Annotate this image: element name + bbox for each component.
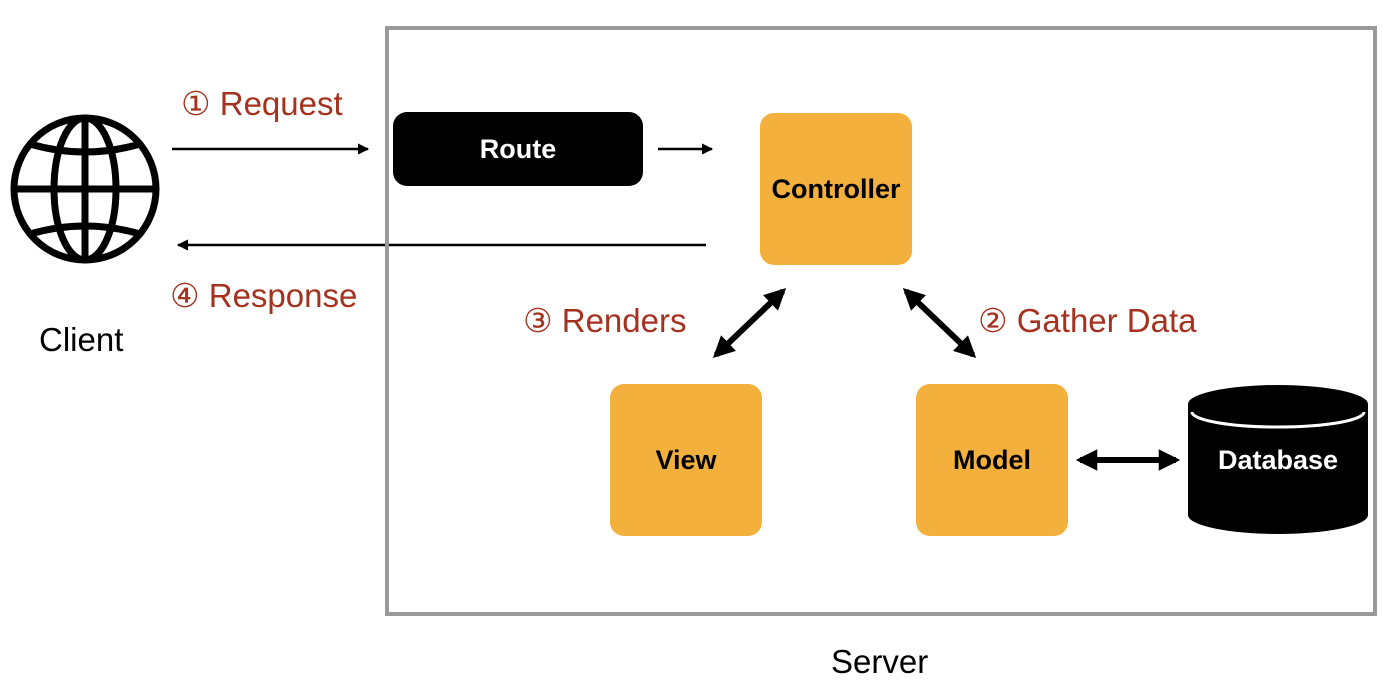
view-node: View [610,384,762,536]
controller-view-arrow [712,288,787,358]
controller-node: Controller [760,113,912,265]
gather-data-label: ② Gather Data [978,302,1197,339]
client-label: Client [39,321,124,358]
route-node: Route [393,112,643,186]
globe-icon [10,114,160,264]
server-label: Server [831,643,929,680]
response-label: ④ Response [170,277,358,314]
controller-model-arrow [902,288,977,358]
request-label: ① Request [181,85,343,122]
database-cylinder-icon [1188,385,1368,534]
renders-label: ③ Renders [523,302,687,339]
model-node: Model [916,384,1068,536]
database-label: Database [1217,444,1339,475]
server-boundary [385,26,1377,616]
